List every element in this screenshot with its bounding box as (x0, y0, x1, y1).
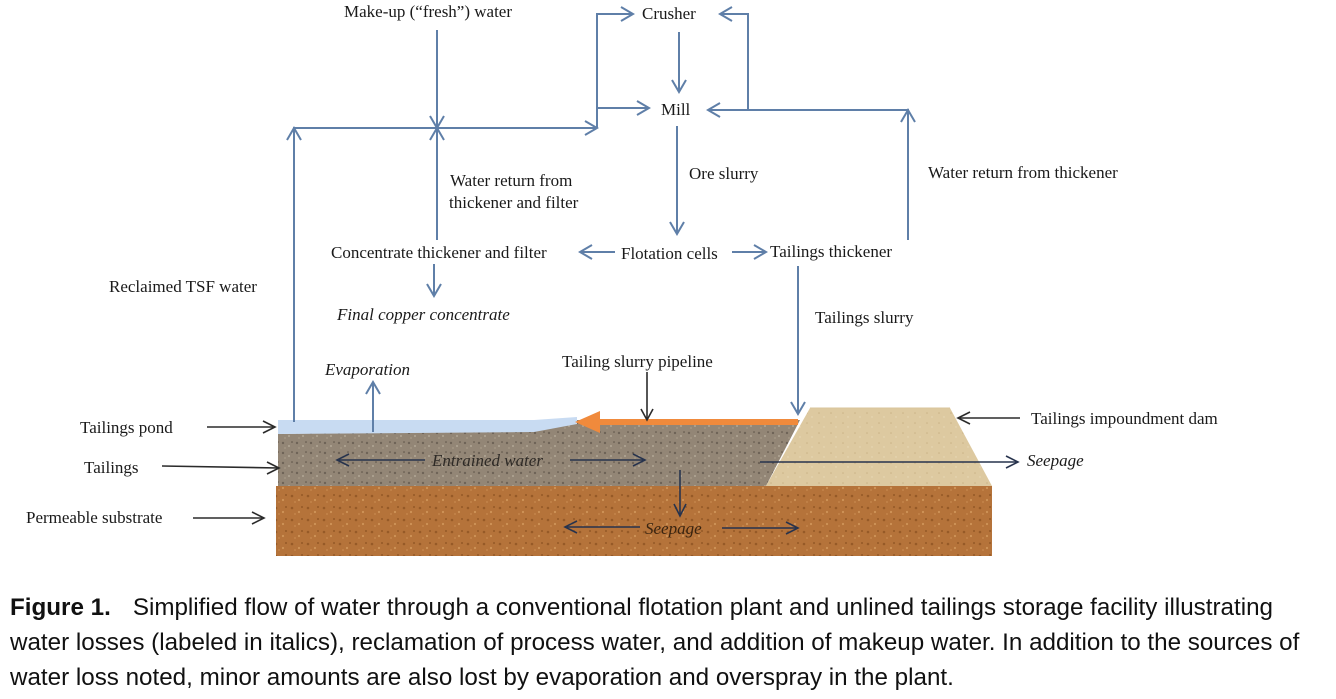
feed-to-mill-arrowhead (636, 100, 651, 116)
substrate-seepage-label: Seepage (645, 519, 702, 538)
tailings-slurry-arrowhead (790, 401, 806, 416)
ore-slurry-arrowhead (669, 221, 685, 236)
dam-seepage-label: Seepage (1027, 451, 1084, 470)
evaporation-label: Evaporation (324, 360, 410, 379)
thickener-return-to-crusher-arrowhead (718, 6, 733, 22)
final-copper-concentrate-label: Final copper concentrate (336, 305, 510, 324)
flotation-to-concentrate-arrowhead (578, 244, 593, 260)
figure-label: Figure 1. (10, 594, 111, 621)
makeup-water-label: Make-up (“fresh”) water (344, 2, 512, 21)
entrained-water-left-arrowhead (335, 453, 350, 467)
tailings-pond-water (278, 417, 577, 434)
ore-slurry-label: Ore slurry (689, 164, 759, 183)
flotation-cells-label: Flotation cells (621, 244, 718, 263)
permeable-substrate-layer (276, 486, 992, 556)
reclaimed-tsf-water-label: Reclaimed TSF water (109, 277, 257, 296)
flotation-to-tailings-arrowhead (753, 244, 768, 260)
permeable-substrate-label: Permeable substrate (26, 508, 162, 527)
concentrate-thickener-label: Concentrate thickener and filter (331, 243, 547, 262)
tailings-pond-pointer-arrowhead (262, 420, 277, 434)
tailings-pointer-line (161, 465, 280, 469)
water-return-thickener-label: Water return from thickener (928, 163, 1118, 182)
entrained-water-right-arrowhead (632, 453, 647, 467)
concentrate-water-return-arrowhead (429, 126, 445, 141)
tailings-pond-label: Tailings pond (80, 418, 173, 437)
water-return-thickener-filter-label-2: thickener and filter (449, 193, 579, 212)
figure-caption: Figure 1.Simplified flow of water throug… (10, 590, 1332, 695)
feed-to-crusher-arrowhead (620, 6, 635, 22)
pipeline-pointer-arrowhead (640, 408, 654, 422)
dam-seepage-arrowhead (1005, 455, 1020, 469)
downward-seepage-arrowhead (673, 503, 687, 518)
substrate-seepage-right-arrowhead (785, 521, 800, 535)
tailings-slurry-label: Tailings slurry (815, 308, 914, 327)
substrate-pointer-arrowhead (251, 511, 266, 525)
thickener-return-arrowhead-left (706, 102, 721, 118)
crusher-label: Crusher (642, 4, 696, 23)
thickener-return-to-crusher-line (720, 13, 749, 110)
figure-caption-text: Simplified flow of water through a conve… (10, 594, 1300, 691)
entrained-water-label: Entrained water (431, 451, 543, 470)
crusher-to-mill-arrowhead (671, 79, 687, 94)
tailings-pointer-arrowhead (266, 461, 281, 475)
thickener-return-arrowhead-up (900, 108, 916, 123)
pipeline-arrowhead (575, 411, 600, 433)
tailings-label: Tailings (84, 458, 139, 477)
tailings-impoundment-dam-label: Tailings impoundment dam (1031, 409, 1218, 428)
reclaimed-arrowhead-up (286, 126, 302, 141)
dam-pointer-arrowhead (956, 411, 971, 425)
evaporation-arrowhead (365, 380, 381, 395)
water-flow-diagram: Make-up (“fresh”) water Crusher Mill Wat… (26, 2, 1218, 556)
tailing-slurry-pipeline-label: Tailing slurry pipeline (562, 352, 713, 371)
mill-label: Mill (661, 100, 691, 119)
concentrate-output-arrowhead (426, 283, 442, 298)
tailings-layer (278, 420, 800, 486)
substrate-seepage-left-arrowhead (563, 520, 578, 534)
feed-to-crusher-line (596, 13, 633, 128)
tailings-thickener-label: Tailings thickener (770, 242, 892, 261)
water-return-thickener-filter-label-1: Water return from (450, 171, 572, 190)
tailings-impoundment-dam-shape (766, 408, 992, 486)
